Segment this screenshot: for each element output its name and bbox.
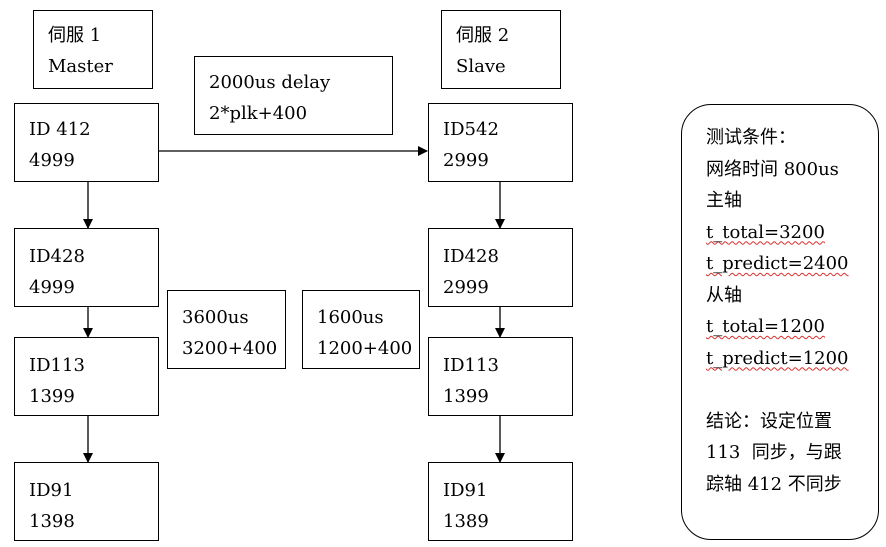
- node-id: ID113: [443, 355, 499, 376]
- node-value: 2999: [443, 150, 489, 171]
- conclusion-line-2: 113 同步，与跟: [706, 442, 842, 463]
- node-value: 2999: [443, 277, 489, 298]
- network-delay-box: 2000us delay 2*plk+400: [194, 56, 393, 135]
- node-value: 1399: [29, 386, 75, 407]
- slave-node-id113: ID113 1399: [428, 337, 573, 416]
- master-node-id91: ID91 1398: [14, 462, 159, 541]
- node-value: 4999: [29, 150, 75, 171]
- servo1-header-box: 伺服 1 Master: [33, 10, 153, 89]
- node-id: ID542: [443, 119, 499, 140]
- master-node-id428: ID428 4999: [14, 228, 159, 307]
- node-value: 1399: [443, 386, 489, 407]
- node-id: ID91: [29, 480, 74, 501]
- node-value: 1398: [29, 511, 75, 532]
- slave-node-id91: ID91 1389: [428, 462, 573, 541]
- slave-t-total: t_total=1200: [706, 316, 825, 337]
- delay-line-2: 2*plk+400: [209, 103, 308, 124]
- master-node-id412: ID 412 4999: [14, 103, 159, 182]
- conclusion-line-1: 结论：设定位置: [706, 410, 832, 432]
- node-id: ID 412: [29, 119, 91, 140]
- master-delay-line-2: 3200+400: [182, 338, 278, 359]
- conditions-title: 测试条件：: [706, 127, 796, 148]
- slave-delay-line-1: 1600us: [317, 307, 384, 328]
- servo2-label: 伺服 2: [456, 25, 510, 46]
- node-id: ID428: [443, 246, 499, 267]
- node-id: ID91: [443, 480, 488, 501]
- node-value: 1389: [443, 511, 489, 532]
- servo1-label: 伺服 1: [48, 25, 102, 46]
- master-t-predict: t_predict=2400: [706, 253, 849, 274]
- conclusion-line-3: 踪轴 412 不同步: [706, 473, 842, 495]
- slave-node-id428: ID428 2999: [428, 228, 573, 307]
- master-delay-line-1: 3600us: [182, 307, 249, 328]
- delay-line-1: 2000us delay: [209, 72, 331, 93]
- node-id: ID428: [29, 246, 85, 267]
- node-id: ID113: [29, 355, 85, 376]
- master-node-id113: ID113 1399: [14, 337, 159, 416]
- network-time: 网络时间 800us: [706, 158, 839, 180]
- master-axis-label: 主轴: [706, 190, 742, 211]
- slave-delay-line-2: 1200+400: [317, 338, 413, 359]
- slave-node-id542: ID542 2999: [428, 103, 573, 182]
- slave-t-predict: t_predict=1200: [706, 347, 849, 369]
- servo1-role: Master: [48, 56, 113, 77]
- slave-axis-label: 从轴: [706, 284, 742, 306]
- node-value: 4999: [29, 277, 75, 298]
- test-conditions-note: 测试条件： 网络时间 800us 主轴 t_total=3200 t_predi…: [681, 104, 879, 540]
- master-t-total: t_total=3200: [706, 221, 825, 243]
- slave-delay-box: 1600us 1200+400: [302, 290, 420, 369]
- servo2-role: Slave: [456, 56, 506, 77]
- servo2-header-box: 伺服 2 Slave: [441, 10, 561, 89]
- master-delay-box: 3600us 3200+400: [167, 290, 286, 369]
